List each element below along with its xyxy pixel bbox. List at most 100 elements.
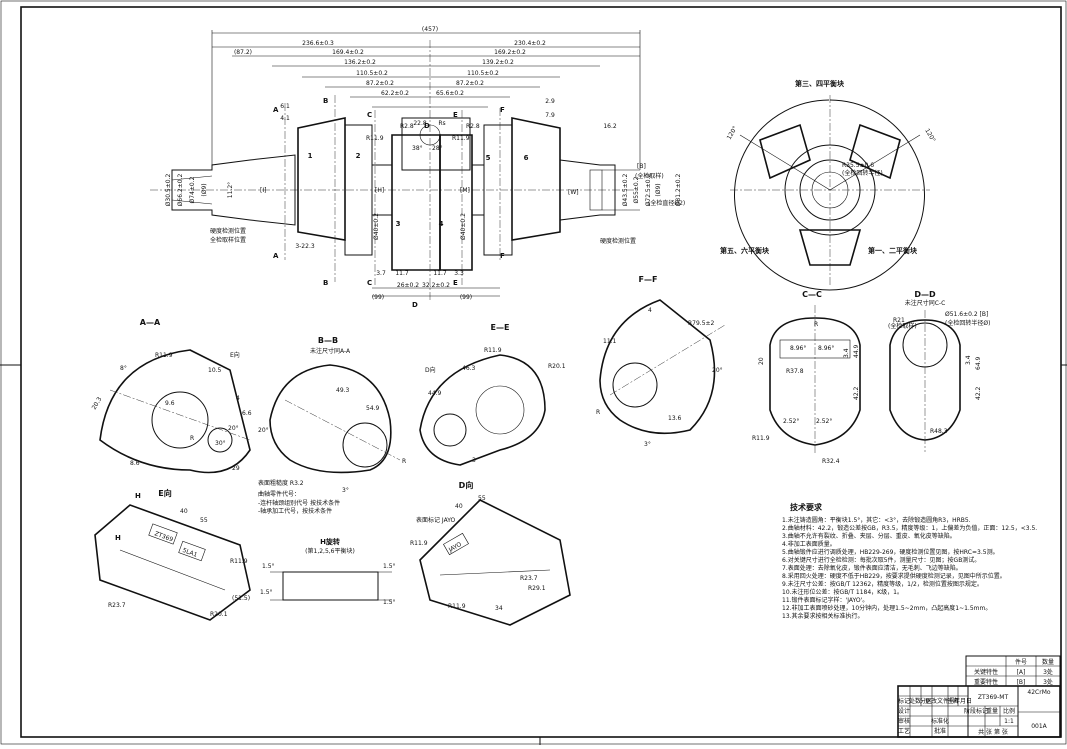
- e-stamp-2: 5LA1: [181, 547, 198, 559]
- aa-dim-7: 8.6: [130, 460, 140, 467]
- aa-dim-3: 10.5: [208, 367, 222, 374]
- dim-top-6: 62.2±0.2: [381, 90, 409, 97]
- tb-rev-6: 年月日: [954, 697, 972, 705]
- d-dim-r11-1: R11.9: [410, 540, 428, 547]
- end-angle-right: 120°: [923, 128, 936, 144]
- dim-top-8: 230.4±0.2: [514, 40, 546, 47]
- section-aa-outline: [99, 349, 251, 474]
- dim-left-3: Ø74±0.2: [189, 176, 196, 203]
- dd-dim-1: R21: [893, 317, 905, 324]
- end-view: 第三、四平衡块 第五、六平衡块 第一、二平衡块 R35.5±0.6 (全检回转半…: [720, 79, 937, 291]
- web-2: [344, 124, 373, 256]
- datum-i: [I]: [260, 187, 266, 194]
- dim-left-4: (Ø9): [201, 183, 208, 196]
- section-cc: C—C R 8.96° 8.96° R37.8 2.52° 2.52° R11.…: [752, 290, 861, 465]
- cc-dim-8: R32.4: [822, 458, 840, 465]
- dd-dim-3: Ø51.6±0.2 [B]: [945, 311, 988, 318]
- e-dim-r11: R11.9: [230, 558, 248, 565]
- tb-row2-name: 重要特性: [974, 678, 998, 686]
- front-r28-left: R2.8: [400, 123, 414, 130]
- tb-row2-code: [B]: [1017, 679, 1026, 686]
- balance-weight-3: [798, 229, 862, 266]
- e-dim-55: 55: [200, 517, 208, 524]
- ff-dim-1: 11.1: [603, 338, 617, 345]
- ff-dim-5: 20°: [712, 367, 723, 374]
- datum-sample: (全检取样): [635, 172, 664, 180]
- section-mark-a-top: A: [273, 106, 279, 114]
- tb-part-code: ZT369-MT: [978, 694, 1009, 701]
- bb-dim-1: 20°: [258, 427, 269, 434]
- front-r28-right: R2.8: [466, 123, 480, 130]
- section-aa-title: A—A: [140, 318, 161, 327]
- tb-sign-2: 审核: [898, 717, 910, 725]
- dim-bottom-9: (99): [460, 294, 472, 301]
- crank-pin: [401, 117, 471, 171]
- tb-weight: 重量: [986, 707, 998, 715]
- section-mark-b-bottom: B: [323, 279, 328, 287]
- dim-bottom-2: 11.7: [395, 270, 409, 277]
- cyl-2: 2: [356, 152, 361, 160]
- e-dim-h1: H: [135, 492, 141, 500]
- h-rot-subtitle: (第1,2,5,6平衡块): [305, 547, 355, 555]
- section-mark-e-top: E: [453, 111, 458, 119]
- label-weight-12: 第一、二平衡块: [868, 246, 918, 255]
- ff-dim-3: R: [596, 409, 600, 416]
- h-rot-dim-4: 1.5°: [383, 599, 396, 606]
- e-dim-h2: H: [115, 534, 121, 542]
- d-dim-34: 34: [495, 605, 503, 612]
- dim-bottom-4: 3.3: [454, 270, 464, 277]
- tb-scale: 比例: [1003, 707, 1015, 715]
- dim-bottom-8: (99): [372, 294, 384, 301]
- aa-dim-12: R: [190, 435, 194, 442]
- e-stamp-1: ZT369: [153, 530, 174, 543]
- e-note-2: 曲轴零件代号：: [258, 490, 300, 498]
- cc-dim-9: 20: [758, 357, 765, 365]
- dd-dim-4: (全检回转半径Ø): [945, 319, 990, 327]
- dd-dim-7: 42.2: [975, 386, 982, 400]
- label-weight-56: 第五、六平衡块: [720, 246, 770, 255]
- dim-top-9: 169.2±0.2: [494, 49, 526, 56]
- section-mark-d-top: D: [424, 122, 430, 130]
- tb-rev-3: 分区: [920, 697, 932, 705]
- datum-m: [M]: [460, 187, 470, 194]
- tech-line-12: 12.非加工表面喷砂处理，10分钟内，处理1.5~2mm，凸起高度1~1.5mm…: [782, 604, 991, 612]
- tech-line-4: 4.非加工表面质量。: [782, 540, 836, 548]
- section-mark-f-top: F: [500, 106, 505, 114]
- cc-dim-3: 8.96°: [818, 345, 834, 352]
- h-rot-hatched-block: [282, 571, 379, 601]
- e-stamp-box-2: [178, 540, 206, 562]
- ff-dim-4: 3°: [644, 441, 651, 448]
- cyl-5: 5: [486, 154, 491, 162]
- e-note-1: 表面粗糙度 R3.2: [258, 479, 304, 487]
- front-view: (457) 236.6±0.3 169.4±0.2 136.2±0.2 110.…: [150, 26, 685, 309]
- ee-dim-3: R20.1: [548, 363, 566, 370]
- dim-left-2: Ø66.2±0.2: [177, 173, 184, 206]
- ff-dim-7: 4: [648, 307, 652, 314]
- cc-dim-1: R: [814, 321, 818, 328]
- tb-rev-4: 更改文件号: [925, 697, 955, 705]
- cyl-6: 6: [524, 154, 529, 162]
- dim-top-17: 7.9: [545, 112, 555, 119]
- inner-border: [20, 6, 1062, 738]
- cc-dim-12: 42.2: [853, 386, 860, 400]
- dim-left-1: Ø30.5±0.2: [165, 173, 172, 206]
- front-r11-left: R11.9: [366, 135, 384, 142]
- section-mark-f-bottom: F: [500, 252, 505, 260]
- note-hardness-left: 硬度检测位置: [210, 227, 246, 235]
- section-mark-c-top: C: [367, 111, 372, 119]
- e-view-outline: [94, 504, 251, 621]
- h-rot-title: H旋转: [320, 537, 340, 546]
- aa-dim-8: 20.3: [91, 396, 104, 411]
- gear-teeth: [589, 169, 603, 211]
- dim-right-4: (Ø9): [655, 183, 662, 196]
- tb-hdr-no: 件号: [1015, 658, 1027, 666]
- note-sample-left: 全检取样位置: [210, 236, 246, 244]
- tb-hdr-count: 数量: [1042, 658, 1054, 666]
- aa-dim-5: 30°: [215, 440, 226, 447]
- e-note-3: -连杆轴颈组别代号 按技术条件: [258, 499, 340, 507]
- bb-dim-5: 54.9: [366, 405, 380, 412]
- section-cc-title: C—C: [802, 290, 822, 299]
- aa-dim-6: 20°: [228, 425, 239, 432]
- dim-top-4: 110.5±0.2: [356, 70, 388, 77]
